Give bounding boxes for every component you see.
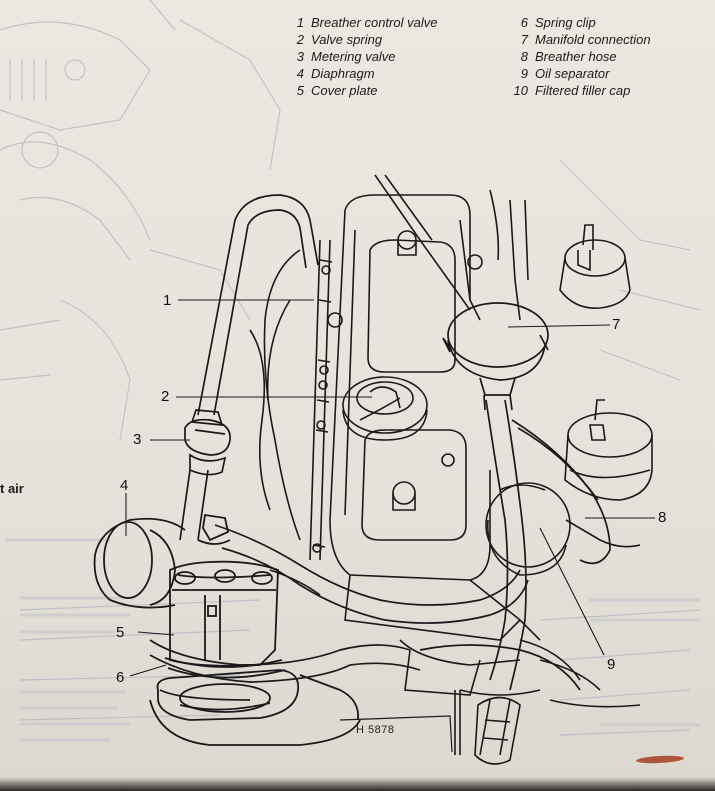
callout-3: 3 [133, 431, 142, 448]
legend-label: Oil separator [535, 66, 610, 81]
legend-row: 8 Breather hose [500, 48, 651, 65]
legend-row: 7 Manifold connection [500, 31, 651, 48]
legend-label: Cover plate [311, 83, 378, 98]
legend-row: 6 Spring clip [500, 14, 651, 31]
legend-label: Spring clip [535, 15, 596, 30]
legend-row: 2 Valve spring [276, 31, 437, 48]
faint-background-drawing [0, 0, 701, 736]
legend-row: 9 Oil separator [500, 65, 651, 82]
oil-separator [485, 482, 641, 576]
callout-leaders [125, 299, 655, 677]
callout-4: 4 [120, 477, 129, 494]
legend-column-2: 6 Spring clip 7 Manifold connection 8 Breat… [500, 14, 651, 99]
legend-number: 9 [520, 66, 528, 81]
callout-1: 1 [163, 292, 172, 309]
legend-label: Metering valve [311, 49, 396, 64]
callout-9: 9 [607, 656, 616, 673]
callout-8: 8 [658, 509, 667, 526]
legend-row: 1 Breather control valve [276, 14, 438, 31]
legend-row: 5 Cover plate [276, 82, 437, 99]
legend-number: 10 [513, 83, 528, 98]
legend-number: 8 [520, 49, 528, 64]
legend-number: 7 [520, 32, 528, 47]
legend-number: 1 [296, 15, 304, 30]
legend-number: 6 [520, 15, 528, 30]
legend-label: Filtered filler cap [535, 83, 631, 98]
legend-number: 3 [296, 49, 304, 64]
legend-label: Breather control valve [311, 15, 438, 30]
page-edge-shadow [0, 777, 715, 791]
figure-reference: H 5878 [356, 724, 395, 736]
legend-label: Diaphragm [311, 66, 375, 81]
faint-text-lines [5, 538, 700, 742]
cropped-side-text: t air [0, 481, 24, 496]
legend-row: 10 Filtered filler cap [500, 82, 651, 99]
engine-block [249, 174, 653, 765]
legend-row: 4 Diaphragm [276, 65, 437, 82]
callout-5: 5 [116, 624, 125, 641]
figure-ref-box [339, 715, 453, 753]
legend-label: Valve spring [311, 32, 383, 47]
breather-hoses [149, 194, 611, 691]
callout-2: 2 [161, 388, 170, 405]
legend-number: 5 [296, 83, 304, 98]
callout-7: 7 [612, 316, 621, 333]
callout-6: 6 [116, 669, 125, 686]
legend-row: 3 Metering valve [276, 48, 437, 65]
legend-label: Breather hose [535, 49, 617, 64]
legend-number: 2 [296, 32, 304, 47]
legend-number: 4 [296, 66, 304, 81]
metering-valve [184, 409, 231, 476]
manifold-connection [442, 302, 549, 411]
control-valve-assembly [93, 513, 361, 746]
legend-label: Manifold connection [535, 32, 651, 47]
